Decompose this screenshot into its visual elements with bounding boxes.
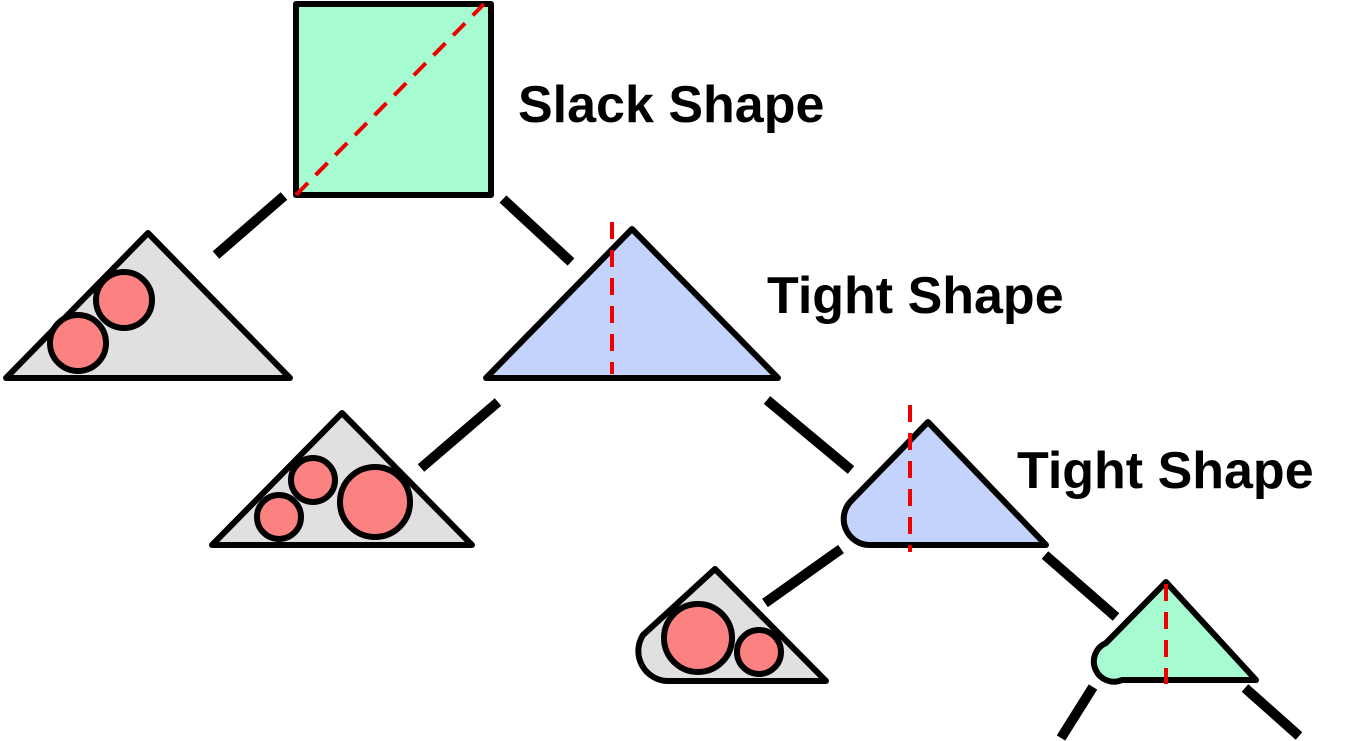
- split-line-diagonal: [294, 2, 486, 197]
- label-tight-shape-level1: Tight Shape: [767, 267, 1064, 325]
- edge-level3-left: [1056, 684, 1098, 741]
- edge-root-left: [212, 192, 288, 259]
- rounded-triangle-shape: [1090, 579, 1259, 685]
- object-circle: [734, 627, 784, 677]
- root-node: [293, 1, 494, 198]
- object-circle: [288, 455, 338, 505]
- tight-node-level2: [840, 405, 1049, 552]
- label-slack-shape: Slack Shape: [518, 76, 824, 134]
- edge-level2-left: [762, 544, 844, 608]
- slack-shape-square: [293, 1, 494, 198]
- tight-shape-rounded: [840, 419, 1049, 549]
- leaf-node-root-left: [3, 230, 293, 381]
- tight-shape-triangle: [483, 226, 781, 381]
- tight-node-level1: [483, 222, 781, 381]
- object-circle: [254, 492, 304, 542]
- edge-root-right: [499, 195, 575, 266]
- edge-level1-right: [763, 396, 855, 474]
- edge-level2-right: [1041, 551, 1120, 621]
- node-level3: [1090, 579, 1259, 685]
- object-circle: [337, 464, 413, 540]
- leaf-node-level2-left: [635, 566, 829, 684]
- leaf-node-level1-left: [209, 410, 475, 548]
- edge-level3-right: [1241, 684, 1303, 740]
- object-circle: [93, 269, 155, 331]
- object-circle: [661, 601, 735, 675]
- object-circle: [47, 312, 109, 374]
- label-tight-shape-level2: Tight Shape: [1017, 442, 1314, 500]
- tree-edges: [212, 192, 1303, 741]
- leaf-triangle: [209, 410, 475, 548]
- edge-level1-left: [417, 398, 502, 472]
